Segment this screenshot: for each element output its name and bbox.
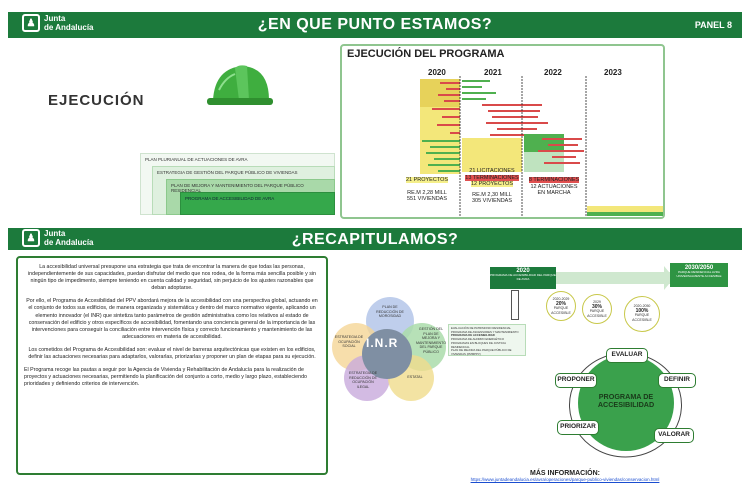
junta-logo[interactable]: ♟ Junta de Andalucía: [22, 14, 94, 32]
year-2021: 2021: [484, 68, 502, 77]
junta-logo-icon: ♟: [22, 14, 40, 32]
step-valorar[interactable]: VALORAR: [654, 428, 694, 443]
execution-heading: EJECUCIÓN: [48, 92, 145, 109]
program-execution-panel: EJECUCIÓN DEL PROGRAMA 2020 2021 2022 20…: [340, 44, 665, 219]
stack-programa-accesibilidad: PROGRAMA DE ACCESIBILIDAD DE AVRA: [180, 192, 335, 215]
logo-line2: de Andalucía: [44, 23, 94, 32]
gantt-chart: [420, 76, 663, 216]
inr-label: I.N.R: [366, 336, 399, 350]
recap-title: ¿RECAPITULAMOS?: [291, 231, 459, 248]
hard-hat-icon: [207, 65, 273, 105]
recap-text-panel: La accesibilidad universal presupone una…: [16, 256, 328, 475]
recap-paragraph-1: La accesibilidad universal presupone una…: [28, 264, 316, 292]
recap-paragraph-3: Los cometidos del Programa de Accesibili…: [28, 346, 316, 361]
logo-line1: Junta: [44, 14, 66, 23]
pct-circle-20: 2020-2029 20% PARQUE ACCESIBLE: [546, 291, 576, 321]
year-2023: 2023: [604, 68, 622, 77]
more-info-link[interactable]: https://www.juntadeandalucia.es/avra/ope…: [470, 477, 660, 482]
timeline-arrowhead: [664, 266, 674, 290]
panel-number: PANEL 8: [694, 20, 732, 30]
timeline-start: 2020 PROGRAMA DE ACCESIBILIDAD DEL PARQU…: [490, 267, 556, 289]
more-info: MÁS INFORMACIÓN: https://www.juntadeanda…: [380, 470, 750, 482]
col2022-stats: 8 TERMINACIONES 12 ACTUACIONES EN MARCHA: [528, 177, 580, 196]
program-title: EJECUCIÓN DEL PROGRAMA: [347, 48, 505, 60]
pct-circle-100: 2020-2050 100% PARQUE ACCESIBLE: [624, 296, 660, 332]
recap-paragraph-2: Por ello, el Programa de Accesibilidad d…: [26, 298, 318, 340]
header-band: ♟ Junta de Andalucía ¿EN QUE PUNTO ESTAM…: [8, 12, 742, 38]
venn-core: [362, 329, 412, 379]
timeline-end: 2030/2050 PARQUE RESIDENCIAL AVRA UNIVER…: [670, 263, 728, 287]
junta-logo-icon: ♟: [22, 229, 40, 247]
col2020-stats: 21 PROYECTOS RE.M 2,28 MILL 551 VIVIENDA…: [405, 177, 449, 202]
cycle-center-label: PROGRAMA DE ACCESIBILIDAD: [597, 392, 655, 409]
inr-diagram: PLAN DE REDUCCIÓN DE MOROSIDAD ESTRATEGI…: [332, 295, 452, 405]
inr-bullets: EVALUACIÓN DE PATRIMONIO RESIDENCIAL PRO…: [448, 324, 526, 356]
timeline-arrow: [556, 272, 670, 284]
pct-circle-30: 2029 30% PARQUE ACCESIBLE: [582, 294, 612, 324]
step-proponer[interactable]: PROPONER: [555, 373, 597, 388]
step-priorizar[interactable]: PRIORIZAR: [557, 420, 599, 435]
year-2020: 2020: [428, 68, 446, 77]
junta-logo-mid[interactable]: ♟ Junta de Andalucía: [22, 229, 94, 247]
recap-paragraph-4: El Programa recoge las pautas a seguir p…: [24, 367, 307, 388]
page-title: ¿EN QUE PUNTO ESTAMOS?: [257, 16, 493, 33]
recap-band: ♟ Junta de Andalucía ¿RECAPITULAMOS?: [8, 228, 742, 250]
col2021-stats: 21 LICITACIONES 13 TERMINACIONES 12 PROY…: [465, 168, 519, 204]
down-arrow-icon: [511, 290, 519, 320]
year-2022: 2022: [544, 68, 562, 77]
step-definir[interactable]: DEFINIR: [658, 373, 696, 388]
more-info-title: MÁS INFORMACIÓN:: [530, 470, 600, 477]
step-evaluar[interactable]: EVALUAR: [606, 348, 648, 363]
